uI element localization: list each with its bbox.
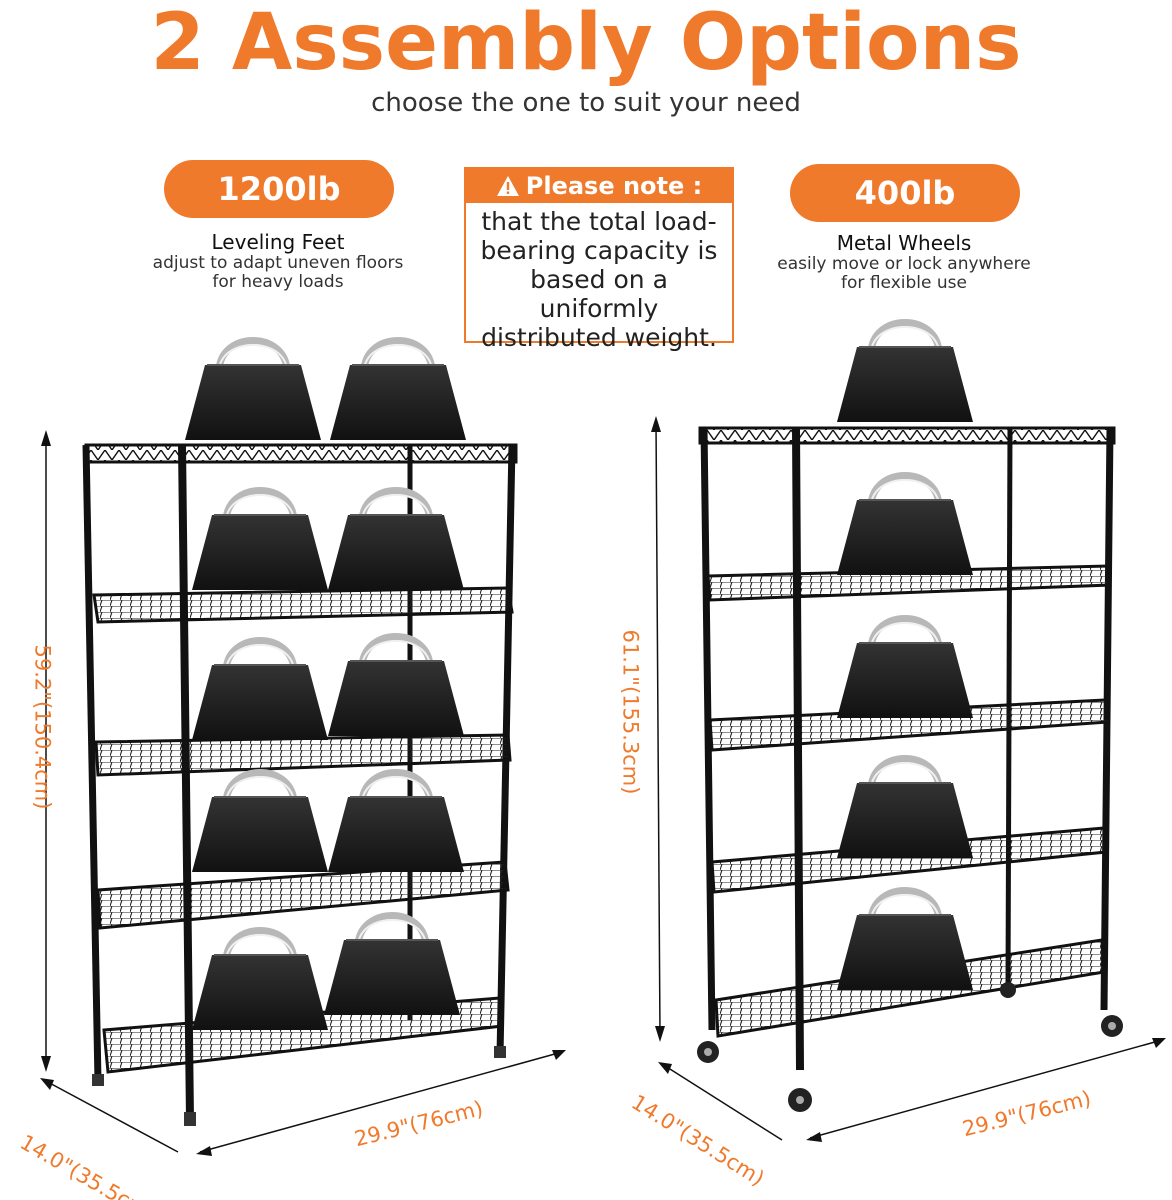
note-body: that the total load- bearing capacity is…: [466, 203, 732, 352]
right-dimension-lines: [651, 416, 1166, 1142]
capacity-badge-metal-wheels: 400lb: [790, 164, 1020, 222]
left-height-label: 59.2"(150.4cm): [30, 644, 55, 810]
note-header: Please note :: [466, 169, 732, 203]
feature-leveling-feet: Leveling Feet adjust to adapt uneven flo…: [128, 230, 428, 292]
feature-title: Metal Wheels: [836, 231, 972, 255]
page-title: 2 Assembly Options: [150, 0, 1022, 88]
right-height-label: 61.1"(155.3cm): [618, 629, 643, 795]
feature-desc-line: for flexible use: [841, 273, 967, 293]
note-line: bearing capacity is: [480, 236, 718, 265]
note-line: based on a uniformly: [530, 265, 668, 323]
note-line: that the total load-: [481, 207, 717, 236]
metal-wheels-shelf: [697, 323, 1123, 1112]
note-line: distributed weight.: [481, 323, 717, 352]
note-heading: Please note :: [525, 172, 703, 200]
warning-icon: [496, 176, 519, 196]
page-subtitle: choose the one to suit your need: [371, 88, 801, 118]
feature-metal-wheels: Metal Wheels easily move or lock anywher…: [754, 231, 1054, 293]
feature-desc-line: for heavy loads: [212, 272, 344, 292]
feature-desc-line: easily move or lock anywhere: [777, 254, 1031, 274]
left-dimension-lines: [40, 430, 566, 1156]
feature-desc-line: adjust to adapt uneven floors: [152, 253, 404, 273]
feature-title: Leveling Feet: [211, 230, 345, 254]
leveling-feet-shelf: [82, 341, 518, 1126]
please-note-box: Please note : that the total load- beari…: [464, 167, 734, 352]
capacity-badge-leveling-feet: 1200lb: [164, 160, 394, 218]
